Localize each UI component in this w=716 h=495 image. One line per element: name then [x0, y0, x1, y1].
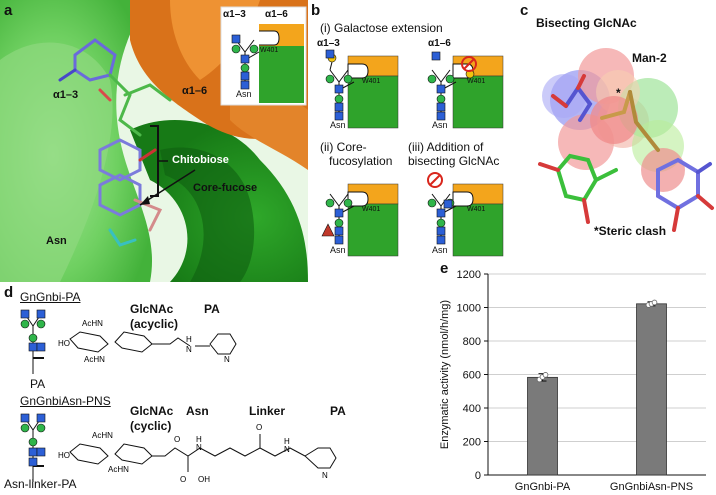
b-asn-1: Asn — [330, 120, 346, 130]
svg-text:HO: HO — [58, 451, 70, 460]
y-tick-label-3: 600 — [463, 370, 481, 382]
asn-label: Asn — [186, 404, 209, 418]
panel-d: d GnGnbi-PA GlcNAc (acyclic) PA PA GnGnb… — [0, 282, 430, 495]
inset-label-alpha13: α1–3 — [223, 9, 246, 20]
x-tick-label-0: GnGnbi-PA — [515, 481, 571, 493]
point-0-2 — [542, 372, 549, 378]
y-tick-label-6: 1200 — [457, 269, 481, 281]
svg-text:AcHN: AcHN — [92, 431, 113, 440]
svg-text:N: N — [186, 345, 192, 354]
b-title-galactose: (i) Galactose extension — [320, 21, 443, 35]
panel-a-letter: a — [4, 2, 13, 19]
panel-d-letter: d — [4, 284, 14, 301]
b-asn-4: Asn — [432, 245, 448, 255]
label-chitobiose: Chitobiose — [172, 154, 229, 166]
y-tick-label-2: 400 — [463, 403, 481, 415]
svg-text:H: H — [196, 435, 202, 444]
b-w401-1: W401 — [362, 78, 381, 85]
point-1-2 — [651, 299, 658, 306]
compound2-name: GnGnbiAsn-PNS — [20, 394, 111, 408]
glcnac-cyclic-2: (cyclic) — [130, 419, 172, 433]
svg-text:O: O — [180, 475, 186, 484]
b-w401-4: W401 — [467, 206, 486, 213]
label-bisecting-glcnac: Bisecting GlcNAc — [536, 16, 637, 30]
label-asn: Asn — [46, 235, 67, 247]
compound1-name: GnGnbi-PA — [20, 290, 81, 304]
b-label-alpha13: α1–3 — [317, 38, 340, 49]
inset-label-asn: Asn — [236, 89, 252, 99]
label-steric-clash: *Steric clash — [594, 224, 667, 238]
b-title-core-fucosylation-1: (ii) Core- — [320, 140, 367, 154]
bar-0 — [527, 376, 558, 476]
glcnac-acyclic-1: GlcNAc — [130, 302, 174, 316]
b-asn-3: Asn — [330, 245, 346, 255]
label-core-fucose: Core-fucose — [193, 182, 258, 194]
panel-b-letter: b — [311, 2, 321, 19]
pa-label-2: PA — [330, 404, 346, 418]
panel-e-letter: e — [440, 260, 449, 277]
pa-label-1: PA — [204, 302, 220, 316]
b-title-core-fucosylation-2: fucosylation — [329, 154, 393, 168]
panel-d-structures: AcHN AcHN HO H N N AcHN A — [20, 309, 337, 484]
svg-text:HO: HO — [58, 339, 70, 348]
panel-a-surface-image — [0, 0, 308, 282]
label-star: * — [616, 86, 621, 100]
asn-linker-pa: Asn-linker-PA — [4, 477, 77, 491]
glcnac-acyclic-2: (acyclic) — [130, 317, 179, 331]
b-label-alpha16: α1–6 — [428, 38, 451, 49]
y-axis-label: Enzymatic activity (nmol/h/mg) — [439, 300, 451, 449]
panel-c: c Bisecting GlcNAc Man-2 * *Steric — [518, 0, 716, 282]
b-title-bisecting-2: bisecting GlcNAc — [408, 154, 500, 168]
y-tick-label-5: 1000 — [457, 303, 481, 315]
svg-text:N: N — [284, 445, 290, 454]
panel-b: b (i) Galactose extension α1–3 α1–6 (ii)… — [308, 0, 518, 282]
y-tick-label-0: 0 — [475, 470, 481, 482]
svg-text:H: H — [284, 437, 290, 446]
panel-a: a α1–3 α1–6 Chitobiose Core-fucose Asn α… — [0, 0, 308, 282]
b-w401-2: W401 — [467, 78, 486, 85]
svg-text:N: N — [224, 355, 230, 364]
svg-text:AcHN: AcHN — [108, 465, 129, 474]
x-tick-label-1: GnGnbiAsn-PNS — [610, 481, 693, 493]
linker-label: Linker — [249, 404, 286, 418]
b-title-bisecting-1: (iii) Addition of — [408, 140, 484, 154]
svg-text:AcHN: AcHN — [84, 355, 105, 364]
panel-c-spheres-image — [538, 48, 714, 232]
y-tick-label-1: 200 — [463, 437, 481, 449]
y-tick-label-4: 800 — [463, 336, 481, 348]
inset-label-alpha16: α1–6 — [265, 9, 288, 20]
svg-text:O: O — [174, 435, 180, 444]
svg-text:H: H — [186, 335, 192, 344]
bar-1 — [636, 303, 667, 476]
panel-c-letter: c — [520, 2, 529, 19]
d-struct1-text: AcHN — [82, 319, 103, 328]
svg-text:OH: OH — [198, 475, 210, 484]
panel-b-schemes — [321, 49, 504, 257]
b-asn-2: Asn — [432, 120, 448, 130]
b-w401-3: W401 — [362, 206, 381, 213]
label-man2: Man-2 — [632, 51, 667, 65]
svg-text:N: N — [322, 471, 328, 480]
pa-below-1: PA — [30, 377, 46, 391]
label-alpha16: α1–6 — [182, 85, 208, 97]
glcnac-cyclic-1: GlcNAc — [130, 404, 174, 418]
svg-text:O: O — [256, 423, 262, 432]
label-alpha13: α1–3 — [53, 89, 79, 101]
inset-label-w401: W401 — [260, 47, 279, 54]
svg-text:N: N — [196, 443, 202, 452]
